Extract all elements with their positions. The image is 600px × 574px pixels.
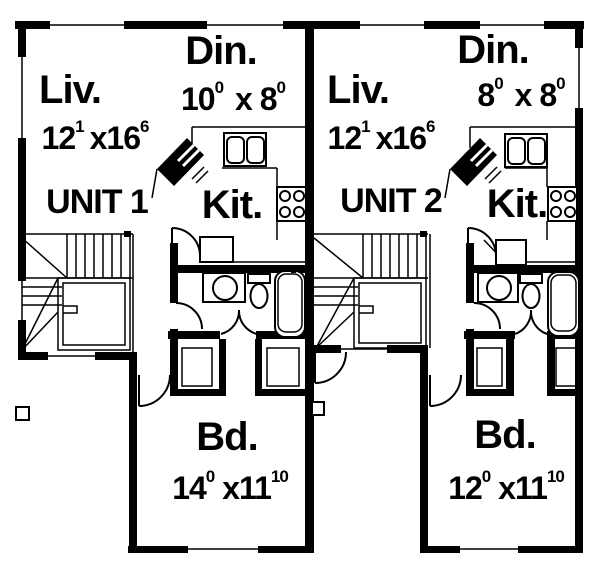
room-label-bedroom: Bd. — [474, 413, 535, 457]
post-marker — [15, 406, 30, 421]
door-arc — [467, 227, 497, 257]
bathtub — [274, 270, 306, 338]
bathtub — [547, 271, 580, 337]
room-label-living: Liv. — [39, 68, 101, 112]
burner — [564, 206, 576, 218]
posts — [15, 401, 325, 421]
double-door-arc — [220, 309, 258, 335]
door-arc — [138, 374, 171, 407]
unit-label: UNIT 2 — [340, 182, 442, 220]
pantry — [199, 236, 234, 263]
door-arc — [429, 374, 462, 407]
room-label-living: Liv. — [327, 68, 389, 112]
room-label-dining: Din. — [457, 28, 529, 72]
bath-sink — [486, 275, 512, 301]
room-label-bedroom: Bd. — [196, 415, 257, 459]
post-marker — [311, 401, 325, 416]
burner — [279, 190, 291, 202]
refrigerator — [450, 138, 497, 186]
pantry — [495, 239, 527, 266]
newel-dot — [420, 231, 427, 237]
door-arc — [314, 351, 347, 384]
counter — [191, 126, 305, 263]
door-arc — [473, 302, 501, 330]
party-wall — [305, 24, 314, 553]
door-arc — [171, 227, 201, 257]
sink-basin — [527, 137, 546, 165]
toilet-tank — [247, 273, 271, 284]
bathtub-inner — [277, 273, 303, 333]
room-label-kitchen: Kit. — [202, 183, 262, 227]
kitchen-unit1 — [151, 126, 307, 263]
sink-basin — [226, 136, 245, 164]
bathtub-inner — [550, 274, 577, 332]
newel-dot — [124, 231, 131, 237]
door-arc — [175, 302, 203, 330]
room-label-dining: Din. — [185, 29, 257, 73]
double-door-arc — [514, 309, 548, 335]
unit-label: UNIT 1 — [46, 183, 148, 221]
bathroom-unit1 — [181, 268, 306, 387]
closet — [266, 347, 300, 387]
room-label-kitchen: Kit. — [487, 182, 547, 226]
closet — [181, 347, 213, 387]
burner — [550, 190, 562, 202]
bathroom-unit2 — [476, 267, 580, 387]
burner — [293, 190, 305, 202]
sink-basin — [246, 136, 265, 164]
stairs-unit2 — [313, 231, 431, 349]
closet — [555, 347, 579, 387]
burner — [293, 206, 305, 218]
sink-basin — [507, 137, 526, 165]
burner — [550, 206, 562, 218]
stairs-unit1 — [21, 231, 134, 352]
refrigerator — [157, 138, 204, 186]
bath-sink — [212, 275, 238, 301]
toilet — [521, 283, 541, 309]
doors — [138, 227, 548, 407]
kitchen-unit2 — [444, 126, 578, 266]
closet — [476, 347, 503, 387]
burner — [564, 190, 576, 202]
burner — [279, 206, 291, 218]
toilet-tank — [519, 273, 543, 284]
toilet — [249, 283, 269, 309]
